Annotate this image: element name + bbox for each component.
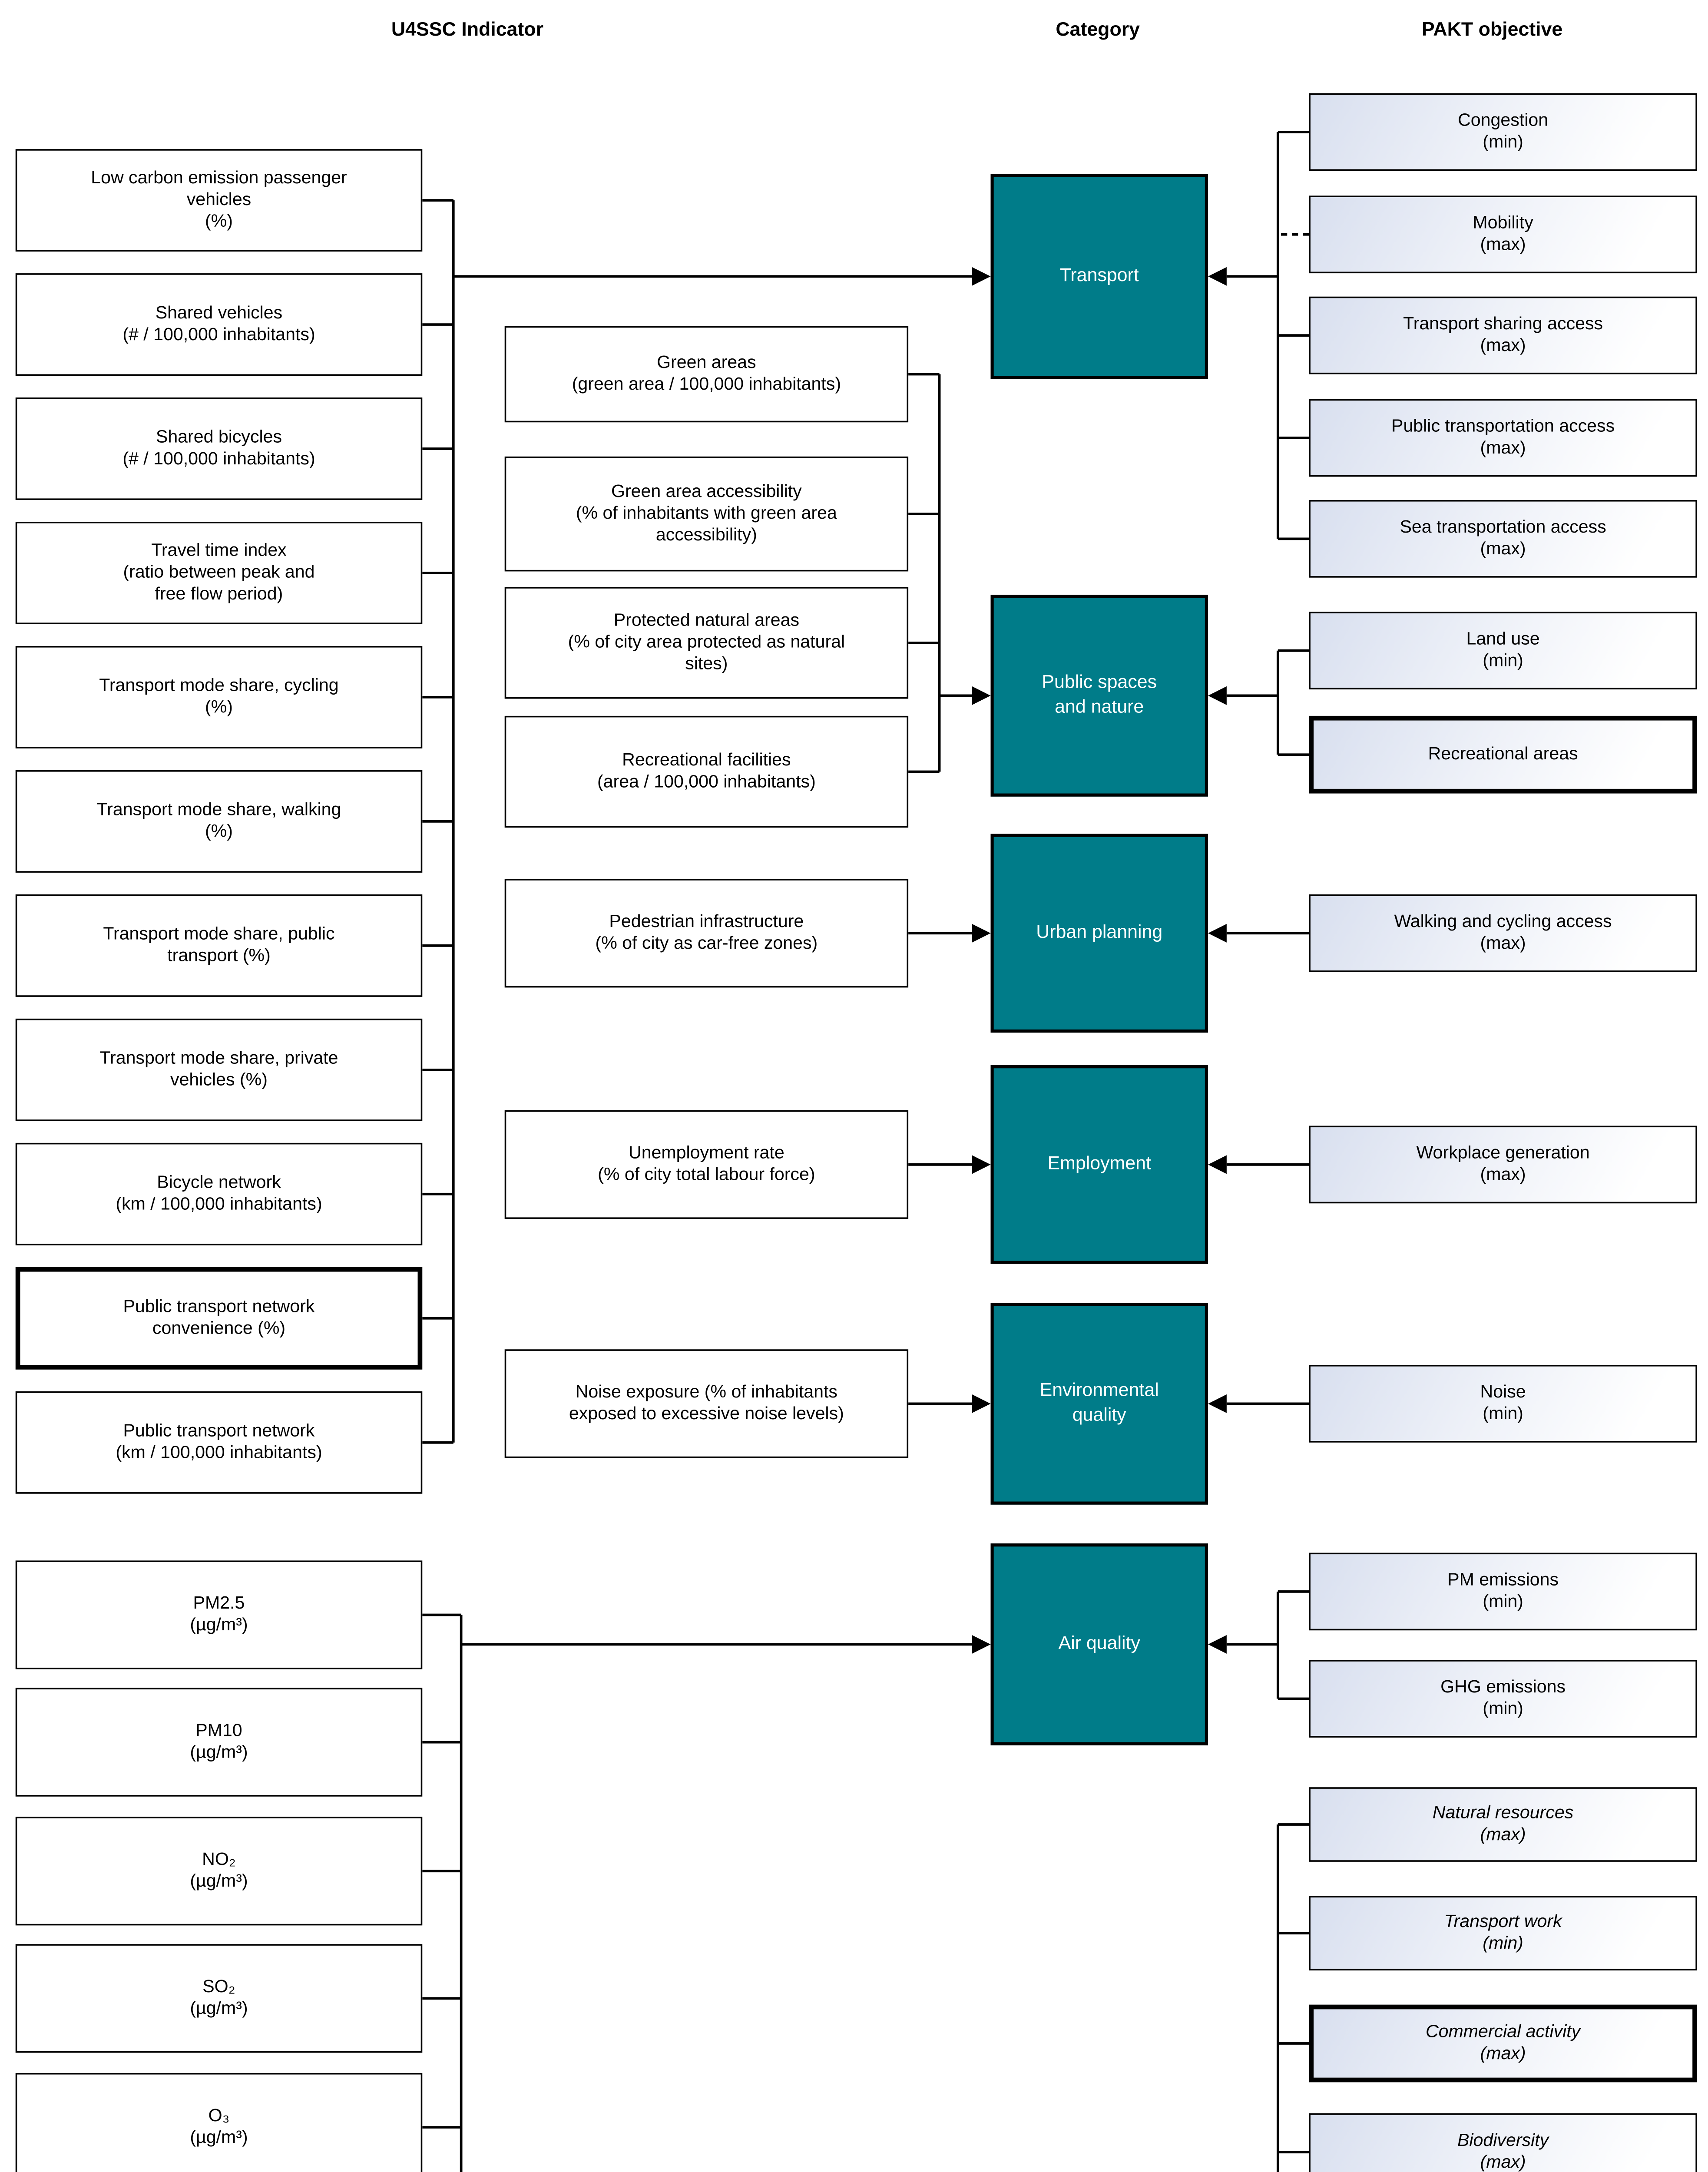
urban-planning-objective-link	[1208, 924, 1309, 943]
indicator-public-transport-network-km: Public transport network (km / 100,000 i…	[15, 1391, 423, 1494]
arrowhead-into-air-quality-left	[972, 1635, 991, 1654]
indicator-green-areas: Green areas (green area / 100,000 inhabi…	[504, 326, 909, 423]
objective-transport-sharing-access: Transport sharing access (max)	[1309, 296, 1697, 374]
column-header-u4ssc-indicator: U4SSC Indicator	[391, 18, 543, 40]
objective-sea-transportation-access: Sea transportation access (max)	[1309, 500, 1697, 578]
indicator-so2: SO₂ (µg/m³)	[15, 1944, 423, 2053]
category-air-quality: Air quality	[990, 1543, 1208, 1745]
indicator-travel-time-index: Travel time index (ratio between peak an…	[15, 522, 423, 624]
objective-workplace-generation: Workplace generation (max)	[1309, 1126, 1697, 1204]
objective-natural-resources: Natural resources (max)	[1309, 1787, 1697, 1862]
category-employment: Employment	[990, 1065, 1208, 1264]
air-quality-indicator-bracket	[422, 1613, 991, 2172]
arrowhead-into-public-spaces-right	[1208, 686, 1227, 705]
environmental-quality-objective-link	[1208, 1394, 1309, 1413]
objective-pm-emissions: PM emissions (min)	[1309, 1553, 1697, 1631]
indicator-unemployment-rate: Unemployment rate (% of city total labou…	[504, 1110, 909, 1219]
arrowhead-into-employment-right	[1208, 1155, 1227, 1174]
indicator-shared-bicycles: Shared bicycles (# / 100,000 inhabitants…	[15, 397, 423, 500]
indicator-mode-share-public-transport: Transport mode share, public transport (…	[15, 894, 423, 997]
objective-noise: Noise (min)	[1309, 1364, 1697, 1443]
objective-walking-and-cycling-access: Walking and cycling access (max)	[1309, 894, 1697, 972]
arrowhead-into-environmental-quality-left	[972, 1394, 991, 1413]
indicator-pedestrian-infrastructure: Pedestrian infrastructure (% of city as …	[504, 879, 909, 988]
objective-land-use: Land use (min)	[1309, 612, 1697, 690]
category-transport: Transport	[990, 174, 1208, 379]
arrowhead-into-employment-left	[972, 1155, 991, 1174]
indicator-noise-exposure: Noise exposure (% of inhabitants exposed…	[504, 1349, 909, 1458]
transport-indicator-bracket	[422, 199, 991, 1444]
indicator-protected-natural-areas: Protected natural areas (% of city area …	[504, 587, 909, 699]
indicator-public-transport-network-convenience: Public transport network convenience (%)	[15, 1267, 423, 1370]
environmental-quality-indicator-link	[908, 1394, 991, 1413]
arrowhead-into-environmental-quality-right	[1208, 1394, 1227, 1413]
urban-planning-indicator-link	[908, 924, 991, 943]
objective-commercial-activity: Commercial activity (max)	[1309, 2004, 1697, 2083]
arrowhead-into-urban-planning-left	[972, 924, 991, 943]
employment-objective-link	[1208, 1155, 1309, 1174]
category-public-spaces-and-nature: Public spaces and nature	[990, 595, 1208, 797]
no-existing-objective-bracket	[1276, 1823, 1309, 2172]
public-spaces-objective-bracket	[1208, 649, 1309, 756]
column-header-pakt-objective: PAKT objective	[1421, 18, 1563, 40]
indicator-pm25: PM2.5 (µg/m³)	[15, 1560, 423, 1669]
column-header-category: Category	[1056, 18, 1140, 40]
arrowhead-into-transport-right	[1208, 267, 1227, 286]
objective-recreational-areas: Recreational areas	[1309, 715, 1697, 794]
arrowhead-into-air-quality-right	[1208, 1635, 1227, 1654]
category-urban-planning: Urban planning	[990, 834, 1208, 1033]
indicator-no2: NO₂ (µg/m³)	[15, 1817, 423, 1926]
objective-biodiversity: Biodiversity (max)	[1309, 2113, 1697, 2172]
objective-congestion: Congestion (min)	[1309, 93, 1697, 171]
category-environmental-quality: Environmental quality	[990, 1303, 1208, 1505]
objective-mobility: Mobility (max)	[1309, 195, 1697, 274]
indicator-shared-vehicles: Shared vehicles (# / 100,000 inhabitants…	[15, 273, 423, 376]
arrowhead-into-urban-planning-right	[1208, 924, 1227, 943]
indicator-o3: O₃ (µg/m³)	[15, 2073, 423, 2172]
air-quality-objective-bracket	[1208, 1590, 1309, 1700]
transport-objective-bracket	[1208, 130, 1309, 540]
objective-ghg-emissions: GHG emissions (min)	[1309, 1660, 1697, 1738]
objective-public-transportation-access: Public transportation access (max)	[1309, 399, 1697, 477]
indicator-pm10: PM10 (µg/m³)	[15, 1688, 423, 1797]
employment-indicator-link	[908, 1155, 991, 1174]
indicator-mode-share-walking: Transport mode share, walking (%)	[15, 770, 423, 873]
arrowhead-into-public-spaces-left	[972, 686, 991, 705]
public-spaces-indicator-bracket	[908, 373, 991, 773]
indicator-mode-share-private-vehicles: Transport mode share, private vehicles (…	[15, 1018, 423, 1121]
indicator-green-area-accessibility: Green area accessibility (% of inhabitan…	[504, 456, 909, 572]
indicator-low-carbon-vehicles: Low carbon emission passenger vehicles (…	[15, 149, 423, 252]
indicator-recreational-facilities: Recreational facilities (area / 100,000 …	[504, 715, 909, 828]
arrowhead-into-transport-left	[972, 267, 991, 286]
indicator-mode-share-cycling: Transport mode share, cycling (%)	[15, 646, 423, 748]
objective-transport-work: Transport work (min)	[1309, 1896, 1697, 1971]
indicator-bicycle-network: Bicycle network (km / 100,000 inhabitant…	[15, 1142, 423, 1245]
